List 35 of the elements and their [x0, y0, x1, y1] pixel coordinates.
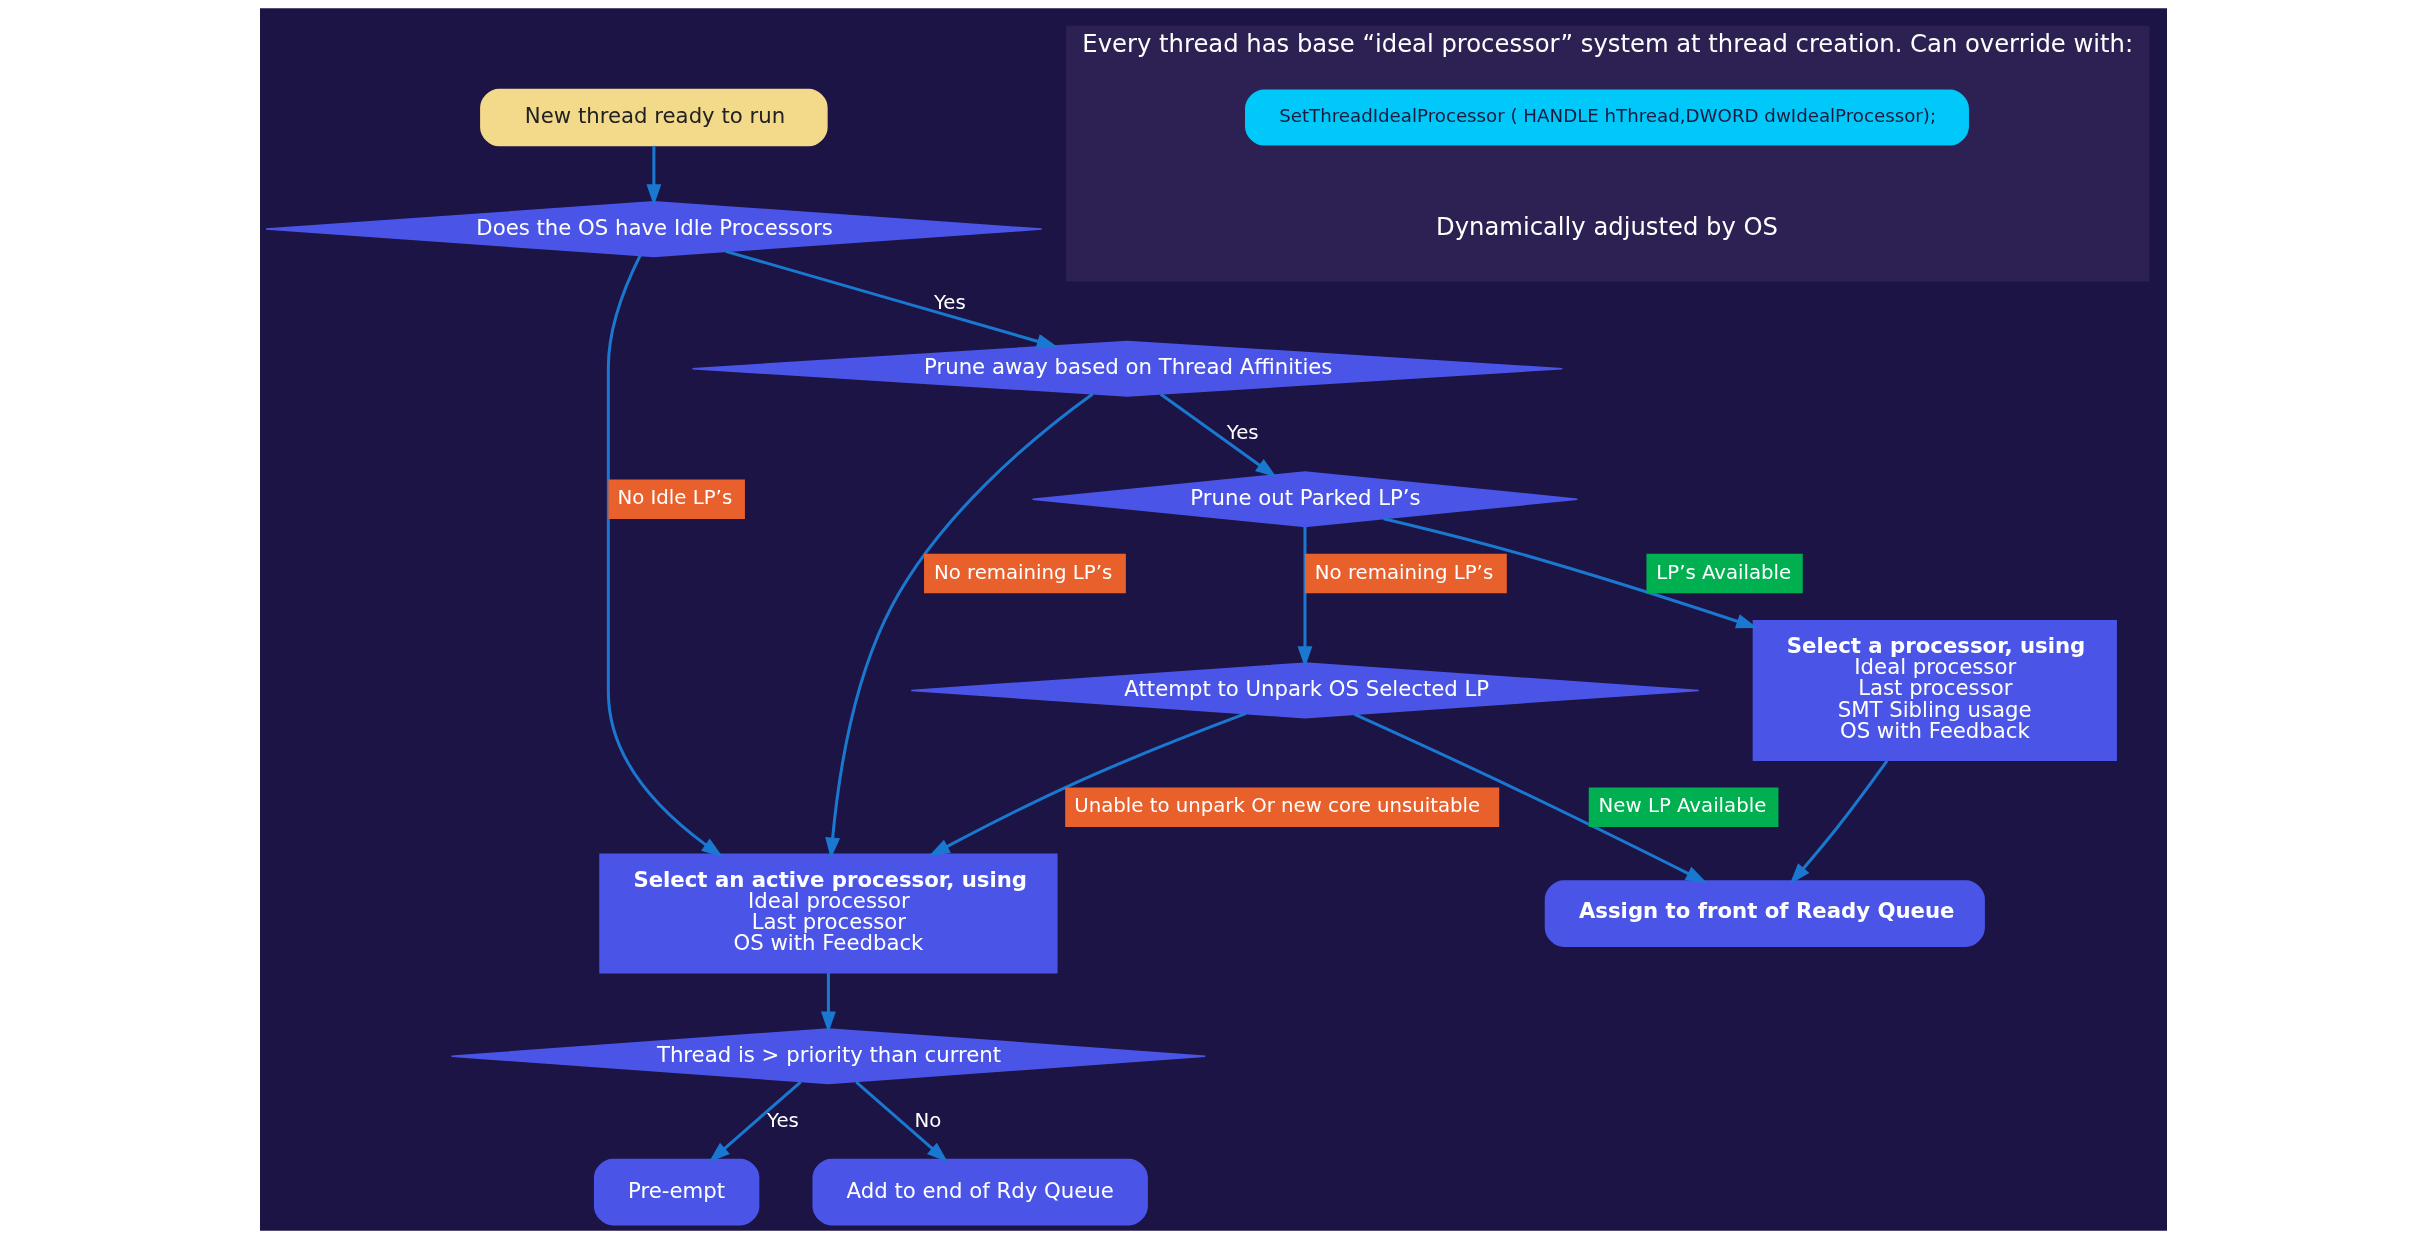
edge-label: No Idle LP’s	[617, 486, 733, 510]
arrow	[1297, 526, 1313, 668]
arrow	[1383, 517, 1758, 629]
edge-label: LP’s Available	[1656, 560, 1792, 584]
node-diamond: Does the OS have Idle Processors	[265, 201, 1043, 258]
edge-label: Yes	[1226, 421, 1259, 445]
node-box: New thread ready to run	[480, 88, 828, 147]
node-box: Add to end of Rdy Queue	[812, 1158, 1148, 1226]
arrow	[708, 1080, 802, 1163]
edge-label: Unable to unpark Or new core unsuitable	[1074, 794, 1481, 818]
arrow	[1354, 713, 1708, 883]
node-box: Assign to front of Ready Queue	[1544, 880, 1985, 947]
edge-label: Yes	[766, 1108, 799, 1132]
arrow	[606, 254, 723, 857]
node-box: Select an active processor, using Ideal processor Last processor OS with Feedback	[599, 853, 1058, 974]
node-box: Select a processor, using Ideal processor Last processor SMT Sibling usage OS with Feedback	[1752, 619, 2117, 761]
arrow	[1159, 392, 1277, 478]
arrow	[825, 392, 1094, 859]
arrow	[725, 249, 1059, 349]
node-diamond: Prune out Parked LP’s	[1031, 471, 1579, 528]
edge-label: Yes	[933, 290, 966, 314]
arrow	[855, 1080, 948, 1163]
arrow	[1789, 759, 1889, 885]
node-box: SetThreadIdealProcessor ( HANDLE hThread,DWORD dwIdealProcessor);	[1245, 89, 1969, 146]
arrow	[820, 973, 836, 1033]
edge-label: New LP Available	[1598, 794, 1767, 818]
node-diamond: Prune away based on Thread Affinities	[691, 340, 1564, 397]
node-diamond: Attempt to Unpark OS Selected LP	[910, 662, 1700, 719]
edge-label: No remaining LP’s	[1314, 560, 1494, 584]
edge-label: No	[914, 1108, 942, 1132]
node-box: Pre-empt	[593, 1158, 760, 1226]
node-diamond: Thread is > priority than current	[450, 1028, 1207, 1085]
arrow	[928, 712, 1247, 857]
edge-label: No remaining LP’s	[933, 560, 1113, 584]
arrow	[646, 145, 662, 206]
